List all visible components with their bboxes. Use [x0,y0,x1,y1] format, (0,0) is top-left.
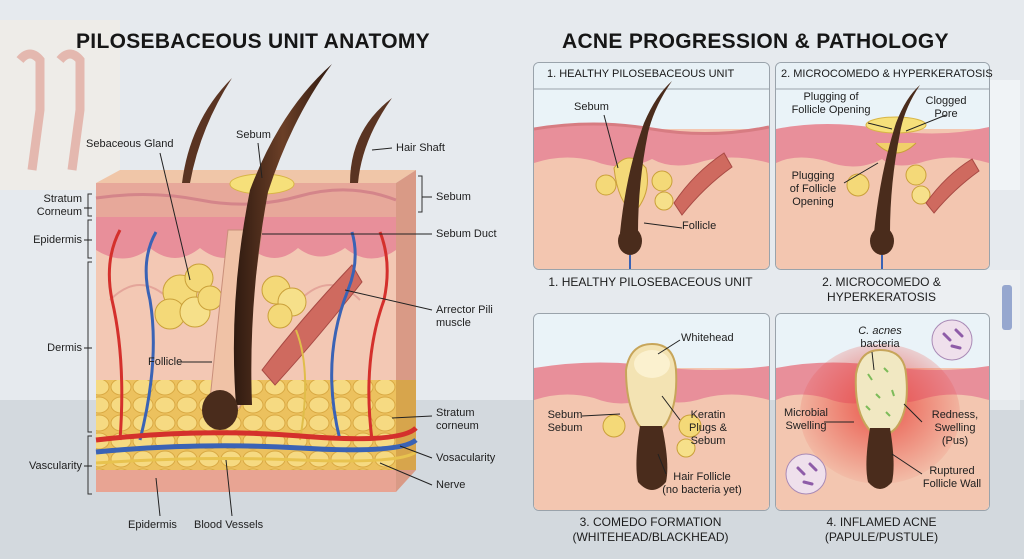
label-blood-vessels: Blood Vessels [194,519,264,531]
p4-label-redness: Redness, Swelling (Pus) [926,409,984,448]
label-nerve: Nerve [436,479,466,491]
label-sebaceous-gland: Sebaceous Gland [86,138,174,150]
p3-caption-line2: (WHITEHEAD/BLACKHEAD) [572,530,729,544]
p2-plug-mid-line1: Plugging [791,170,835,182]
p2-plug-top-line1: Plugging of [803,91,859,103]
p1-label-follicle: Follicle [682,220,717,232]
panel2-header: 2. MICROCOMEDO & HYPERKERATOSIS [781,68,993,80]
panel1-caption: 1. HEALTHY PILOSEBACEOUS UNIT [548,275,753,289]
p3-keratin-line3: Sebum [690,435,726,447]
p2-plug-mid-line3: Opening [792,196,834,208]
label-vosacularity: Vosacularity [436,452,496,464]
p2-clogged-line1: Clogged [925,95,967,107]
p1-label-sebum: Sebum [574,101,609,113]
p2-label-plugging-top: Plugging of Follicle Opening [786,91,876,117]
panel-inflamed [775,313,990,511]
label-corneum-line2: Corneum [36,206,82,218]
p2-caption-line1: 2. MICROCOMEDO & [822,275,941,289]
p4-microbial-line2: Swelling [785,420,827,432]
p2-caption-line2: HYPERKERATOSIS [827,290,936,304]
panel3-caption: 3. COMEDO FORMATION (WHITEHEAD/BLACKHEAD… [533,515,768,545]
sebaceous-gland-left [154,263,223,330]
panel2-caption: 2. MICROCOMEDO & HYPERKERATOSIS [775,275,988,305]
panel1-header: 1. HEALTHY PILOSEBACEOUS UNIT [547,68,735,80]
p4-caption-line2: (PAPULE/PUSTULE) [824,530,939,544]
label-arrector-pili: Arrector Pili muscle [436,304,493,330]
sebaceous-gland-right [261,275,307,329]
label-stratum-line1: Stratum [43,193,82,205]
p4-ruptured-line2: Follicle Wall [922,478,982,490]
label-sebum-right: Sebum [436,191,471,203]
p2-plug-mid-line2: of Follicle [789,183,837,195]
p4-ruptured-line1: Ruptured [929,465,975,477]
p4-redness-line2: Swelling [934,422,976,434]
label-stratum-corneum-right: Stratum corneum [436,407,479,433]
panel-microcomedo-illustration [776,63,989,269]
p4-redness-line1: Redness, [931,409,979,421]
p4-microbial-line1: Microbial [783,407,828,419]
label-hair-shaft: Hair Shaft [396,142,445,154]
label-arrector-line2: muscle [436,317,471,329]
panel4-caption: 4. INFLAMED ACNE (PAPULE/PUSTULE) [775,515,988,545]
label-sebum-top: Sebum [236,129,271,141]
p3-keratin-line1: Keratin [690,409,726,421]
nerve-line [95,450,417,465]
p3-label-sebum: Sebum Sebum [545,409,585,435]
p3-hair-line2: (no bacteria yet) [662,484,742,496]
label-follicle: Follicle [148,356,183,368]
p4-caption-line1: 4. INFLAMED ACNE [826,515,937,529]
p3-keratin-line2: Plugs & [689,422,727,434]
label-arrector-line1: Arrector Pili [436,304,493,316]
p4-redness-line3: (Pus) [941,435,969,447]
main-hair-shaft [233,64,332,405]
panel-comedo-illustration [534,314,769,510]
p2-plug-top-line2: Follicle Opening [791,104,871,116]
p4-label-ruptured: Ruptured Follicle Wall [916,465,988,491]
hair-bulb [202,390,238,430]
p3-label-hair-follicle: Hair Follicle (no bacteria yet) [656,471,748,497]
left-title: PILOSEBACEOUS UNIT ANATOMY [76,30,430,53]
p3-hair-line1: Hair Follicle [673,471,731,483]
label-vascularity: Vascularity [29,460,82,472]
p4-label-microbial: Microbial Swelling [776,407,836,433]
vein-horizontal [95,437,418,455]
label-sebum-duct: Sebum Duct [436,228,497,240]
label-stratum-r-line1: Stratum [436,407,475,419]
label-epidermis-bottom: Epidermis [128,519,177,531]
label-epidermis-left: Epidermis [33,234,82,246]
panel-microcomedo [775,62,990,270]
p4-bacteria-line2: bacteria [860,338,900,350]
artery-horizontal [95,426,418,443]
label-stratum-r-line2: corneum [436,420,479,432]
panel-comedo [533,313,770,511]
label-dermis: Dermis [47,342,82,354]
p3-sebum-line1: Sebum [547,409,583,421]
p3-sebum-line2: Sebum [547,422,583,434]
p2-label-clogged-pore: Clogged Pore [918,95,974,121]
panel-inflamed-illustration [776,314,989,510]
panel-healthy-illustration [534,63,769,269]
p2-label-plugging-mid: Plugging of Follicle Opening [780,170,846,209]
p3-caption-line1: 3. COMEDO FORMATION [579,515,722,529]
p4-bacteria-line1: C. acnes [858,325,902,337]
label-stratum-corneum-left: Stratum Corneum [22,193,82,219]
panel-healthy [533,62,770,270]
p3-label-whitehead: Whitehead [681,332,734,344]
p2-clogged-line2: Pore [934,108,958,120]
arrector-pili-muscle [261,264,363,386]
p4-label-bacteria: C. acnes bacteria [852,325,908,351]
right-title: ACNE PROGRESSION & PATHOLOGY [562,30,949,53]
p3-label-keratin: Keratin Plugs & Sebum [686,409,730,448]
